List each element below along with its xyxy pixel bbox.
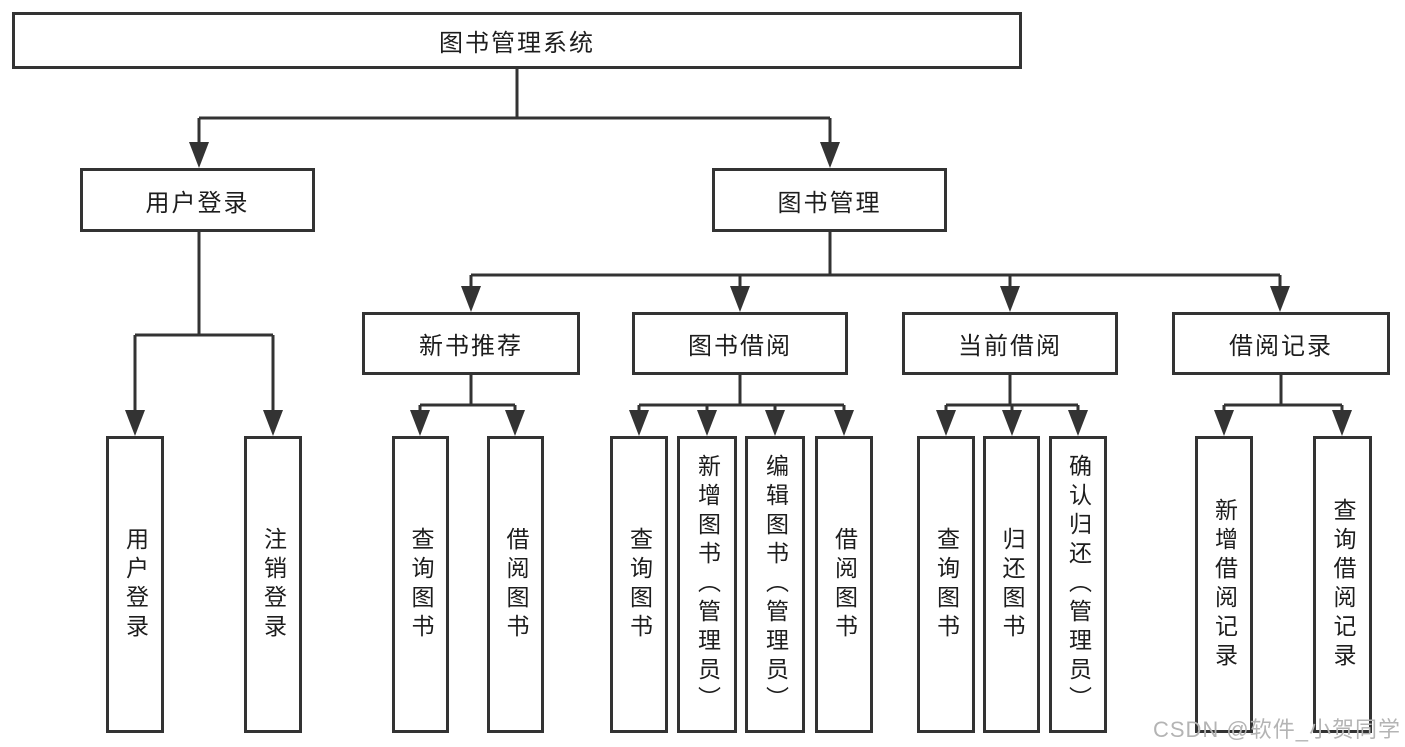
leaf-add-books-admin: 新增图书（管理员） — [677, 436, 737, 733]
leaf-borrow-books: 借阅图书 — [815, 436, 873, 733]
leaf-edit-books-admin: 编辑图书（管理员） — [745, 436, 805, 733]
connector-borrow-records-group — [1222, 375, 1344, 414]
connector-new-book-group — [418, 375, 517, 414]
connector-root-to-level2 — [197, 69, 832, 148]
arrowheads-current-borrow-group — [936, 410, 1088, 436]
arrowheads-user-login-group — [125, 410, 283, 436]
leaf-query-books-current: 查询图书 — [917, 436, 975, 733]
leaf-query-books-borrow: 查询图书 — [610, 436, 668, 733]
node-current-borrowing: 当前借阅 — [902, 312, 1118, 375]
arrowheads-level2 — [189, 142, 840, 168]
node-book-management: 图书管理 — [712, 168, 947, 232]
arrowheads-sections — [461, 286, 1290, 312]
leaf-logout: 注销登录 — [244, 436, 302, 733]
node-root-library-system: 图书管理系统 — [12, 12, 1022, 69]
node-borrowing-records: 借阅记录 — [1172, 312, 1390, 375]
arrowheads-borrow-records-group — [1214, 410, 1352, 436]
leaf-query-borrow-record: 查询借阅记录 — [1313, 436, 1372, 733]
leaf-confirm-return-admin: 确认归还（管理员） — [1049, 436, 1107, 733]
connector-user-login-group — [133, 232, 275, 414]
connector-book-borrow-group — [637, 375, 846, 414]
connector-book-management-to-sections — [469, 232, 1282, 292]
leaf-return-books: 归还图书 — [983, 436, 1040, 733]
node-new-book-recommendation: 新书推荐 — [362, 312, 580, 375]
arrowheads-book-borrow-group — [629, 410, 854, 436]
node-user-login: 用户登录 — [80, 168, 315, 232]
csdn-watermark: CSDN @软件_小贺同学 — [1152, 717, 1401, 742]
leaf-user-login: 用户登录 — [106, 436, 164, 733]
node-book-borrowing: 图书借阅 — [632, 312, 848, 375]
arrowheads-new-book-group — [410, 410, 525, 436]
connector-current-borrow-group — [944, 375, 1080, 414]
leaf-query-books-recommend: 查询图书 — [392, 436, 449, 733]
leaf-add-borrow-record: 新增借阅记录 — [1195, 436, 1253, 733]
leaf-borrow-books-recommend: 借阅图书 — [487, 436, 544, 733]
